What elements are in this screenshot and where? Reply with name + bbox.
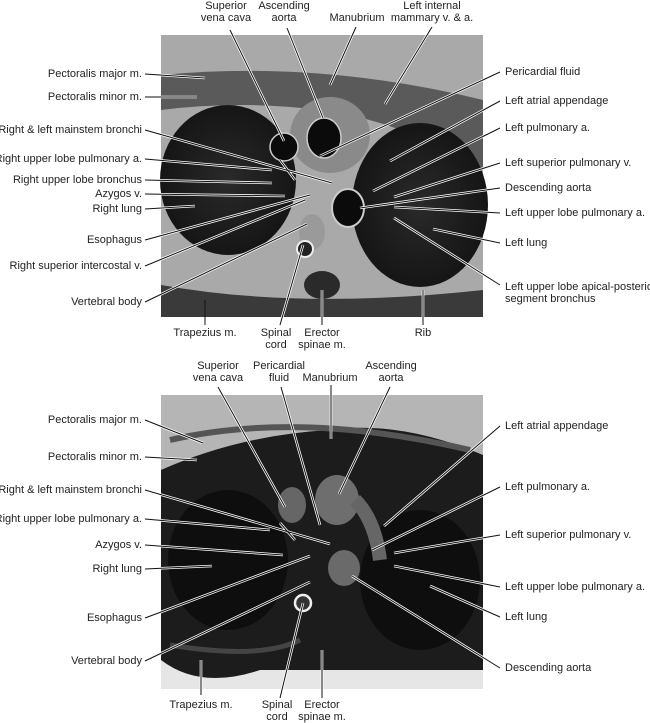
label-esophagus: Esophagus (86, 612, 142, 624)
label-line: Left upper lobe apical-posterior (505, 281, 650, 293)
label-left-lung: Left lung (505, 611, 548, 623)
label-right-lung: Right lung (92, 563, 142, 575)
label-line: aorta (378, 372, 404, 384)
label-pectoralis-minor: Pectoralis minor m. (47, 91, 142, 103)
label-line: Ascending (365, 360, 417, 372)
label-line: spinae m. (298, 711, 346, 723)
label-left-superior-pulmonary-v: Left superior pulmonary v. (505, 157, 632, 169)
label-right-upper-lobe-pulmonary-a: Right upper lobe pulmonary a. (0, 153, 142, 165)
label-left-upper-lobe-pulmonary-a: Left upper lobe pulmonary a. (505, 581, 646, 593)
label-pectoralis-major: Pectoralis major m. (47, 414, 142, 426)
label-left-atrial-appendage: Left atrial appendage (505, 95, 609, 107)
label-esophagus: Esophagus (86, 234, 142, 246)
label-line: cord (266, 711, 288, 723)
mri-top (160, 35, 488, 317)
label-descending-aorta: Descending aorta (505, 182, 592, 194)
label-line: Pericardial (253, 360, 305, 372)
label-right-lung: Right lung (92, 203, 142, 215)
label-right-upper-lobe-pulmonary-a: Right upper lobe pulmonary a. (0, 513, 142, 525)
label-line: Superior (205, 0, 247, 12)
label-left-superior-pulmonary-v: Left superior pulmonary v. (505, 529, 632, 541)
label-mainstem-bronchi: Right & left mainstem bronchi (0, 124, 142, 136)
label-trapezius: Trapezius m. (169, 699, 233, 711)
label-line: Superior (197, 360, 239, 372)
label-left-pulmonary-a: Left pulmonary a. (505, 481, 590, 493)
label-line: aorta (271, 12, 297, 24)
label-vertebral-body: Vertebral body (71, 655, 142, 667)
label-line: fluid (268, 372, 290, 384)
leader-lines-top (144, 26, 501, 326)
leader-lines-bottom (144, 385, 501, 699)
label-left-lung: Left lung (505, 237, 548, 249)
label-line: spinae m. (298, 339, 346, 351)
label-line: Erector (304, 327, 340, 339)
label-right-superior-intercostal-v: Right superior intercostal v. (9, 260, 142, 272)
label-azygos-v: Azygos v. (95, 539, 142, 551)
label-left-upper-lobe-pulmonary-a: Left upper lobe pulmonary a. (505, 207, 646, 219)
label-manubrium: Manubrium (302, 372, 358, 384)
label-left-pulmonary-a: Left pulmonary a. (505, 122, 590, 134)
label-pectoralis-minor: Pectoralis minor m. (47, 451, 142, 463)
label-line: cord (265, 339, 287, 351)
label-line: Left internal (403, 0, 461, 12)
label-left-atrial-appendage: Left atrial appendage (505, 420, 609, 432)
label-line: Spinal (260, 327, 292, 339)
label-line: Erector (304, 699, 340, 711)
label-azygos-v: Azygos v. (95, 188, 142, 200)
label-line: vena cava (192, 372, 244, 384)
label-line: segment bronchus (505, 293, 596, 305)
label-vertebral-body: Vertebral body (71, 296, 142, 308)
label-line: vena cava (200, 12, 252, 24)
label-line: mammary v. & a. (390, 12, 474, 24)
label-rib: Rib (414, 327, 432, 339)
label-manubrium: Manubrium (329, 12, 385, 24)
label-right-upper-lobe-bronchus: Right upper lobe bronchus (12, 174, 142, 186)
label-line: Ascending (258, 0, 310, 12)
label-line: Spinal (261, 699, 293, 711)
label-pericardial-fluid: Pericardial fluid (505, 66, 581, 78)
label-descending-aorta: Descending aorta (505, 662, 592, 674)
label-trapezius: Trapezius m. (173, 327, 237, 339)
label-mainstem-bronchi: Right & left mainstem bronchi (0, 484, 142, 496)
label-pectoralis-major: Pectoralis major m. (47, 68, 142, 80)
